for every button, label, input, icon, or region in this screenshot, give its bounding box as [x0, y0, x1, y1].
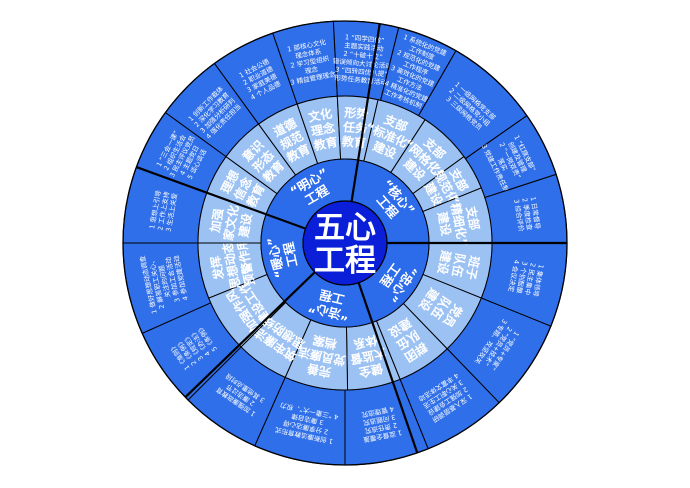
inner-cell: “暖心”工程: [260, 213, 316, 303]
inner-cell-text: “暖心”工程: [264, 236, 300, 280]
inner-cell: “明心”工程: [265, 158, 359, 230]
inner-cell-text: “洁心”工程: [307, 287, 351, 324]
outer-border: [122, 20, 568, 466]
middle-cell-line: 建设: [435, 248, 455, 276]
center-title-line2: 工程: [314, 243, 376, 279]
outer-cell-line: 1 “四学四做”: [345, 32, 385, 45]
sector-divider-line: [184, 271, 316, 399]
middle-cell-line: 体系: [352, 333, 379, 352]
inner-cell-line: 工程: [280, 240, 300, 268]
middle-cell-line: 形势: [344, 105, 369, 122]
middle-cell-line: 大监督: [349, 346, 387, 368]
sector-dividers: [122, 20, 568, 466]
middle-cell-line: 发挥: [207, 255, 226, 282]
middle-cell: 支部“精细化”建设: [422, 187, 493, 248]
middle-cell-line: 教育: [311, 134, 338, 153]
outer-cell: 1《准则》2《条例》3《规定》4《办法》5《条例》: [141, 302, 242, 401]
outer-cell-line: 主题实践活动: [344, 40, 385, 53]
sector-divider-line: [136, 166, 306, 230]
middle-cell-line: 完善: [306, 361, 333, 380]
sector-divider-line: [357, 282, 419, 454]
outer-cell-line: 2 “十破十立”: [343, 49, 383, 62]
middle-cell-line: 理念: [310, 120, 336, 139]
center-hub: 五心 工程: [302, 200, 388, 286]
center-title-line1: 五心: [314, 210, 376, 246]
middle-cell-line: 建设: [235, 211, 254, 239]
middle-cell-line: 加强: [207, 207, 226, 234]
sector-divider-line: [350, 23, 381, 202]
middle-cell-line: 文化: [307, 105, 333, 124]
outer-cell-line: 理念: [304, 64, 319, 75]
center-circle: [302, 200, 388, 286]
middle-cell-line: 健全: [357, 361, 384, 381]
middle-cell-line: 档案: [311, 332, 338, 352]
middle-cell-line: 家文化: [220, 204, 241, 242]
middle-cell-line: 支部: [463, 204, 482, 231]
middle-cell-line: 班子: [463, 255, 482, 281]
inner-cell-line: 工程: [318, 287, 346, 308]
middle-cell-line: 队伍: [449, 252, 468, 278]
middle-ring: 班子队伍建设党员队伍建设群团队伍建设健全大监督体系完善党员廉洁档案筑牢廉洁思想防…: [197, 95, 493, 391]
middle-cell-line: 建设: [435, 209, 455, 237]
